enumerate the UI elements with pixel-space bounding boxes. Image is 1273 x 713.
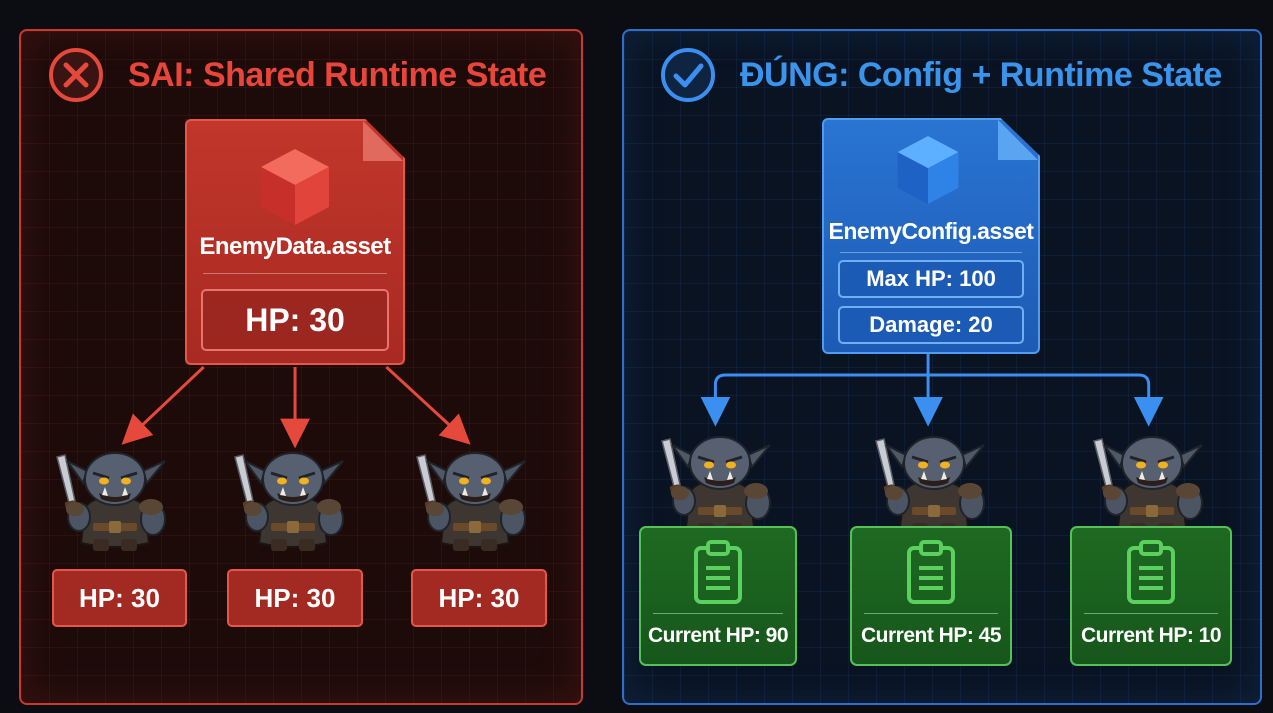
correct-title-text: ĐÚNG: Config + Runtime State: [740, 55, 1222, 94]
runtime-state-card: Current HP: 45: [850, 526, 1012, 666]
wrong-title-text: SAI: Shared Runtime State: [128, 55, 547, 94]
page-fold: [363, 121, 403, 161]
card-divider: [864, 613, 998, 614]
asset-divider: [840, 252, 1022, 253]
clipboard-icon: [907, 540, 955, 604]
card-divider: [653, 613, 783, 614]
enemy-sprite: [1092, 435, 1204, 535]
runtime-state-card: Current HP: 10: [1070, 526, 1232, 666]
config-arrows: [700, 353, 1164, 427]
asset-field-hp: HP: 30: [201, 289, 389, 351]
enemy-hp-label: HP: 30: [411, 569, 547, 627]
enemy-sprite: [874, 435, 986, 535]
enemy-config-asset: EnemyConfig.asset Max HP: 100 Damage: 20: [822, 118, 1040, 354]
asset-name: EnemyData.asset: [199, 233, 391, 260]
enemy-data-asset: EnemyData.asset HP: 30: [185, 119, 405, 365]
enemy-sprite: [233, 451, 345, 551]
correct-title: ĐÚNG: Config + Runtime State: [660, 47, 1222, 103]
current-hp-label: Current HP: 45: [860, 624, 1002, 647]
asset-field-damage: Damage: 20: [838, 306, 1024, 344]
blue-cube-icon: [897, 136, 959, 204]
wrong-approach-panel: SAI: Shared Runtime State EnemyData.asse…: [19, 29, 583, 705]
current-hp-label: Current HP: 10: [1080, 624, 1222, 647]
check-circle-icon: [661, 48, 715, 102]
wrong-title: SAI: Shared Runtime State: [48, 47, 547, 103]
asset-name: EnemyConfig.asset: [828, 218, 1034, 244]
enemy-sprite: [415, 451, 527, 551]
clipboard-icon: [694, 540, 742, 604]
page-fold: [998, 120, 1038, 160]
x-circle-icon: [49, 48, 103, 102]
enemy-hp-label: HP: 30: [52, 569, 187, 627]
shared-state-arrows: [121, 365, 471, 449]
enemy-hp-label: HP: 30: [227, 569, 363, 627]
asset-divider: [203, 273, 387, 274]
current-hp-label: Current HP: 90: [647, 624, 789, 647]
asset-field-max-hp: Max HP: 100: [838, 260, 1024, 298]
runtime-state-card: Current HP: 90: [639, 526, 797, 666]
enemy-sprite: [55, 451, 167, 551]
red-cube-icon: [261, 149, 329, 225]
enemy-sprite: [660, 435, 772, 535]
clipboard-icon: [1127, 540, 1175, 604]
card-divider: [1084, 613, 1218, 614]
correct-approach-panel: ĐÚNG: Config + Runtime State EnemyConfig…: [622, 29, 1262, 705]
